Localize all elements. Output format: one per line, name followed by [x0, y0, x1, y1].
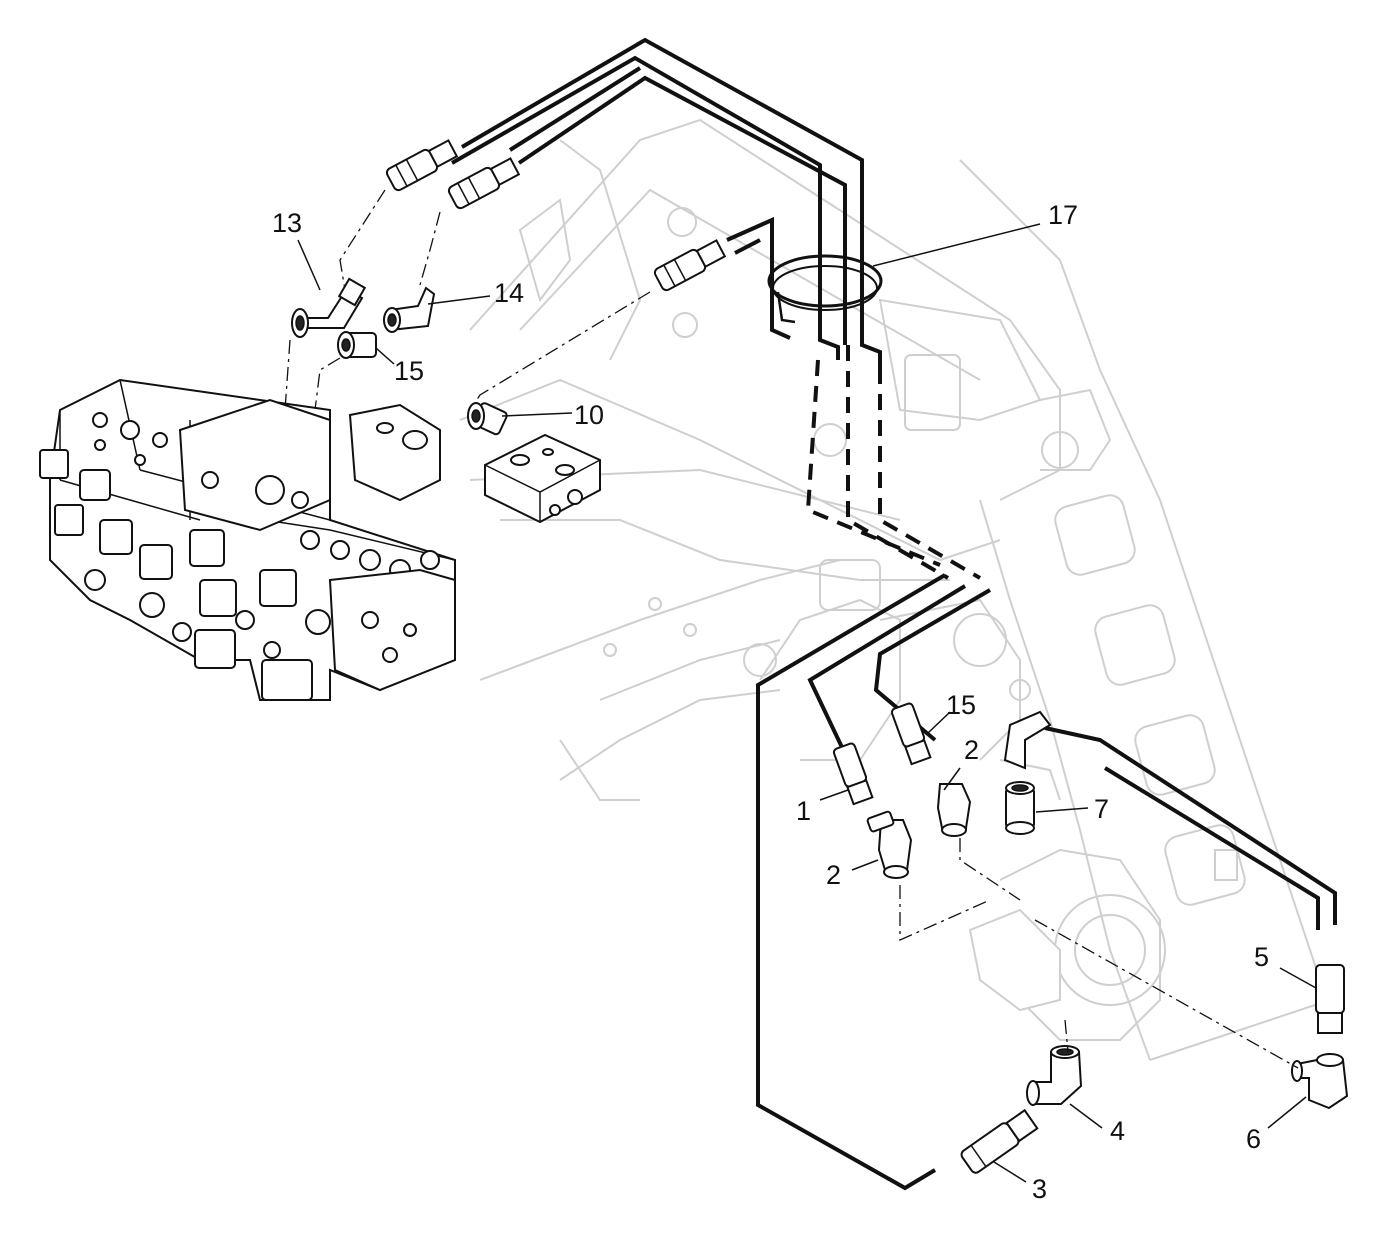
callout-5: 5 [1254, 942, 1269, 972]
adapter-fittings-lower [832, 702, 1349, 1174]
control-valve-assembly [39, 378, 456, 701]
callout-2-left: 2 [826, 860, 841, 890]
callout-labels: 4 13 14 15 10 17 15 15 2 1 2 7 5 6 4 3 [272, 200, 1269, 1204]
callout-7: 7 [1094, 794, 1109, 824]
callout-11: 13 [272, 208, 302, 238]
callout-4: 4 [1110, 1116, 1125, 1146]
hose-routes [451, 37, 1337, 1191]
adapter-fittings-upper [284, 277, 508, 436]
callout-1: 1 [796, 796, 811, 826]
callout-13: 14 [494, 278, 524, 308]
callout-2-right: 2 [964, 735, 979, 765]
callout-15-text: 15 [946, 690, 976, 720]
hose-clamp [767, 254, 883, 324]
callout-14: 15 [394, 356, 424, 386]
callout-10: 10 [574, 400, 604, 430]
manifold-block [484, 433, 601, 524]
hose-end-fittings-top [339, 139, 727, 411]
callout-6: 6 [1246, 1124, 1261, 1154]
callout-3: 3 [1032, 1174, 1047, 1204]
callout-leaders [297, 223, 1317, 1183]
callout-17: 17 [1048, 200, 1078, 230]
